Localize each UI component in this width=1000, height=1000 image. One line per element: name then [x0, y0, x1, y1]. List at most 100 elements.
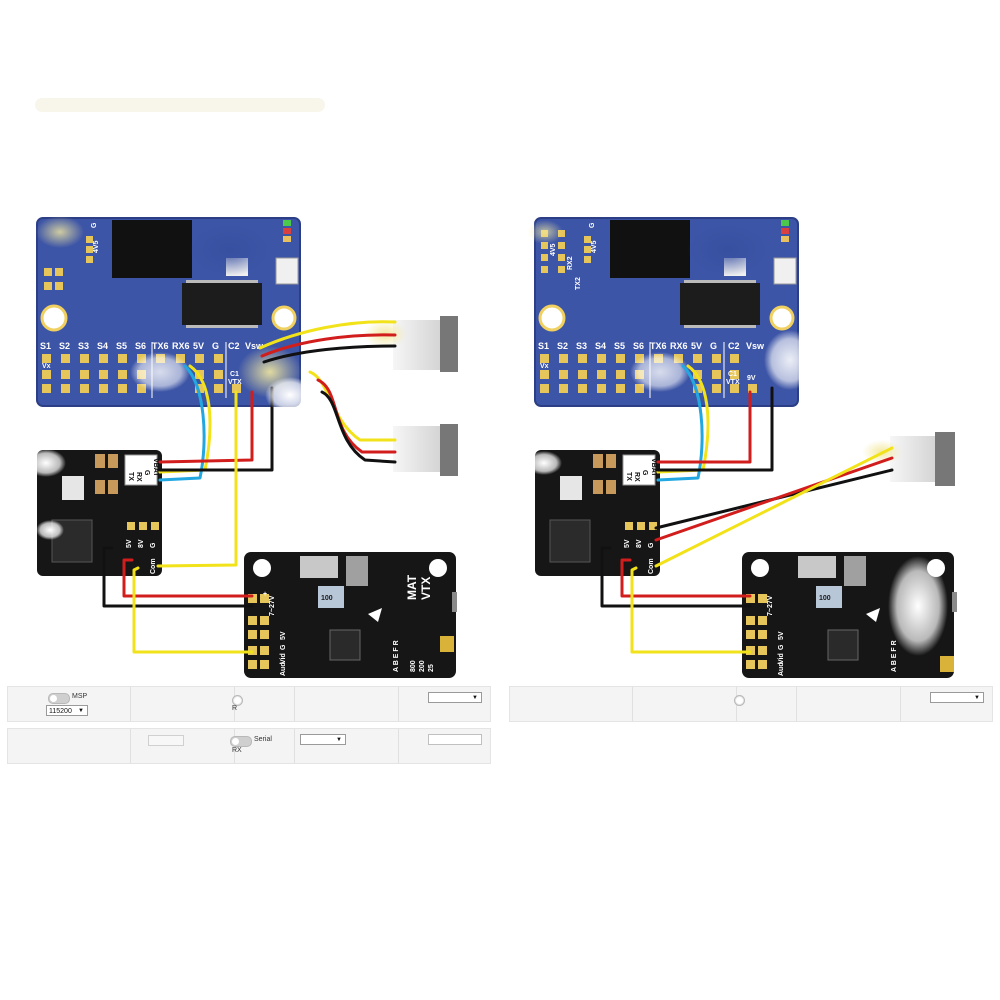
vtx-plus-label: + [263, 591, 267, 598]
r-pad-label-s3: S3 [576, 341, 587, 351]
select-row1-right[interactable]: ▼ [428, 692, 482, 703]
vtx-title-mat: MAT [405, 574, 419, 600]
vtx-title-vtx: VTX [419, 577, 433, 600]
camera-left-bottom [393, 424, 458, 476]
pad-label-rx6: RX6 [172, 341, 190, 351]
panel-cell [234, 729, 295, 763]
row2-rx-tag: RX [232, 747, 242, 754]
vtx-voltage-label: 7~27V [269, 595, 276, 616]
mcu-chip-right [610, 220, 690, 278]
right-label-4v5: 4V5 [591, 240, 598, 253]
right-label-4v5-a: 4V5 [550, 243, 557, 256]
rx-label-rx: RX [135, 472, 142, 482]
r-label-vtx: VTX [726, 379, 740, 386]
baud-select[interactable]: 115200▼ [46, 705, 88, 716]
blurred-heading [35, 98, 325, 112]
pad-label-tx6: TX6 [152, 341, 169, 351]
serial-toggle[interactable] [230, 736, 252, 747]
select-row2-b[interactable]: ▼ [300, 734, 346, 745]
r-rx-pad-5v: 5V [624, 539, 631, 548]
panel-cell [294, 729, 399, 763]
panel-cell [8, 687, 131, 721]
mcu-chip [112, 220, 192, 278]
r-pad-label-tx6: TX6 [650, 341, 667, 351]
toggle-row1-b[interactable] [232, 695, 243, 706]
vtx-aud-label: Aud [280, 662, 287, 676]
panel-cell [8, 729, 131, 763]
pad-label-g: G [212, 341, 219, 351]
vtx-bands: A B E F R [393, 640, 400, 672]
panel-cell [510, 687, 633, 721]
r-vtx-voltage-label: 7~27V [767, 595, 774, 616]
vtx-g-label: G [280, 644, 287, 650]
toggle-right-row1[interactable] [734, 695, 745, 706]
r-pad-label-s5: S5 [614, 341, 625, 351]
panel-cell [736, 687, 797, 721]
flight-controller-right: 4V5 RX2 TX2 4V5 G S1 S2 S3 S4 S5 S6 TX6 … [527, 217, 816, 407]
r-rx-label-vbat: VBAT [650, 458, 657, 477]
wires-right [600, 364, 894, 654]
vtx-pw3: 25 [428, 664, 435, 672]
r-rx-label-g: G [641, 470, 648, 476]
r-pad-label-5v: 5V [691, 341, 702, 351]
left-diagram: 4V5 G S1 S2 S3 S4 S5 S6 TX6 RX6 5V G C2 … [26, 216, 458, 678]
camera-left-top [363, 316, 458, 372]
panel-cell [632, 687, 737, 721]
pad-label-s6: S6 [135, 341, 146, 351]
vtx-pw2: 200 [419, 660, 426, 672]
r-pad-label-vsw: Vsw [746, 341, 765, 351]
r-rx-pad-g: G [648, 542, 655, 548]
row1-rx-tag: R [232, 705, 238, 712]
r-pad-label-s4: S4 [595, 341, 606, 351]
chevron-down-icon: ▼ [78, 708, 84, 714]
r-vx-label: Vx [540, 363, 549, 370]
panel-cell [796, 687, 901, 721]
select-row2-c[interactable] [428, 734, 482, 745]
select-row2-a[interactable] [148, 735, 184, 746]
rx-pad-g: G [150, 542, 157, 548]
r-pad-label-g: G [710, 341, 717, 351]
r-vtx-g-label: G [778, 644, 785, 650]
rx-label-vbat: VBAT [152, 458, 159, 477]
vtx-pw1: 800 [410, 660, 417, 672]
r-pad-label-rx6: RX6 [670, 341, 688, 351]
r-pad-label-s6: S6 [633, 341, 644, 351]
vtx-left: 100 7~27V + 5V G Vid Aud MAT VTX 800 200… [244, 552, 457, 678]
vtx-vid-label: Vid [280, 653, 287, 664]
settings-panel-left-row1: MSP 115200▼ R ▼ [7, 686, 491, 722]
wires-left [102, 320, 397, 654]
r-vtx-aud-label: Aud [778, 662, 785, 676]
pad-label-s5: S5 [116, 341, 127, 351]
r-vtx-vid-label: Vid [778, 653, 785, 664]
r-rx-pad-8v: 8V [636, 539, 643, 548]
pad-label-s1: S1 [40, 341, 51, 351]
rx-pad-8v: 8V [138, 539, 145, 548]
vtx-5v-label: 5V [280, 631, 287, 640]
rx-label-g: G [143, 470, 150, 476]
r-rx-pad-com: Com [648, 558, 655, 574]
panel-cell [130, 687, 235, 721]
r-label-c1: C1 [728, 371, 737, 378]
panel-cell [294, 687, 399, 721]
r-pad-label-s1: S1 [538, 341, 549, 351]
r-rx-label-rx: RX [633, 472, 640, 482]
pad-label-s2: S2 [59, 341, 70, 351]
settings-panel-right-row1: ▼ [509, 686, 993, 722]
label-4v5: 4V5 [93, 240, 100, 253]
pad-label-5v: 5V [193, 341, 204, 351]
select-right-row1[interactable]: ▼ [930, 692, 984, 703]
panel-cell [234, 687, 295, 721]
right-diagram: 4V5 RX2 TX2 4V5 G S1 S2 S3 S4 S5 S6 TX6 … [526, 217, 957, 678]
msp-label: MSP [72, 693, 88, 700]
settings-panel-left-row2: Serial RX ▼ [7, 728, 491, 764]
chevron-down-icon: ▼ [472, 695, 478, 701]
msp-toggle[interactable] [48, 693, 70, 704]
vtx-cap-label: 100 [321, 595, 333, 602]
pad-label-s4: S4 [97, 341, 108, 351]
serial-label: Serial [254, 736, 272, 743]
chevron-down-icon: ▼ [336, 737, 342, 743]
label-g-top: G [91, 222, 98, 228]
r-vtx-5v-label: 5V [778, 631, 785, 640]
r-vtx-bands: A B E F R [891, 640, 898, 672]
